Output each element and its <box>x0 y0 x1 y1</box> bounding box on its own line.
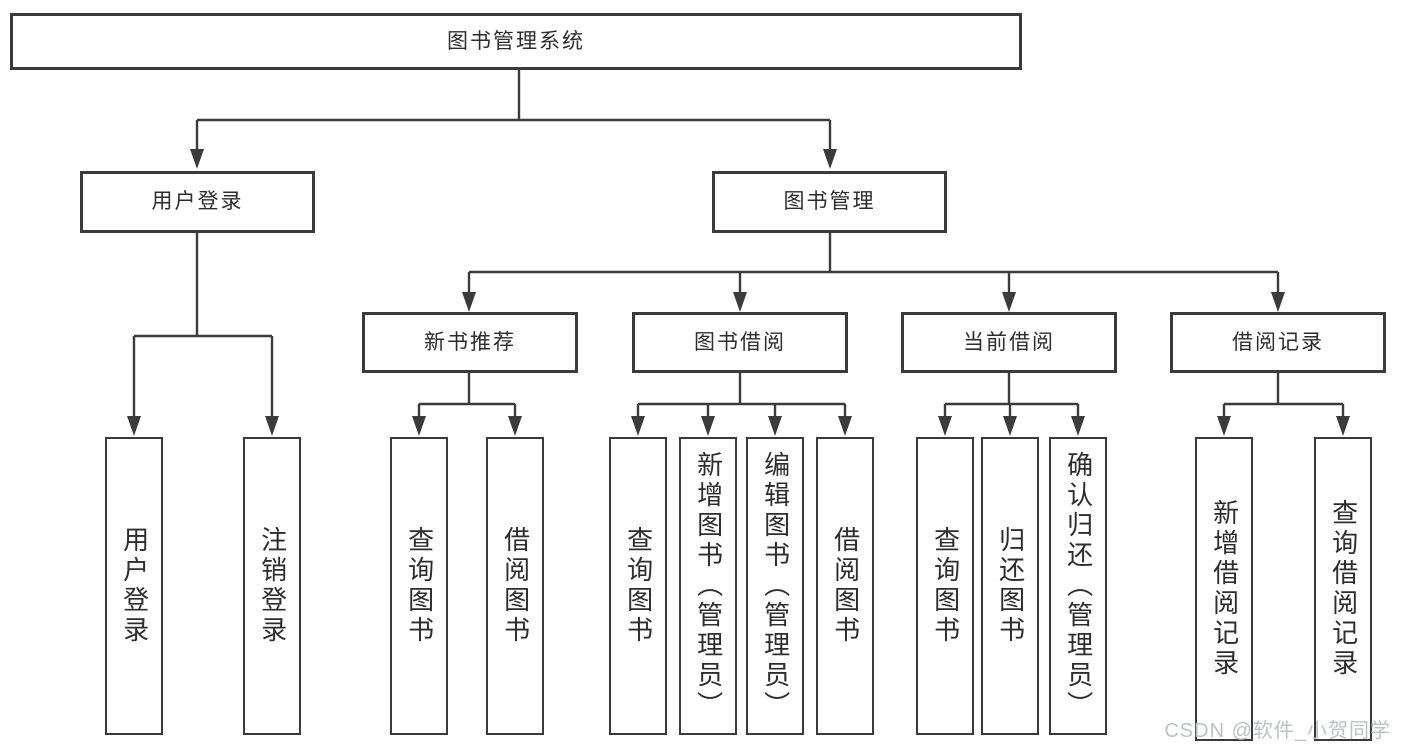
connector-current-children <box>938 373 1085 436</box>
leaf-recommend-query-book: 查询图书 <box>390 437 448 735</box>
csdn-watermark: CSDN @软件_小贺同学 <box>1164 720 1391 742</box>
node-root: 图书管理系统 <box>10 13 1022 70</box>
leaf-borrow-query-book: 查询图书 <box>609 437 667 735</box>
connector-recommend-children <box>412 373 522 436</box>
node-borrow-records: 借阅记录 <box>1170 312 1386 373</box>
node-book-borrow: 图书借阅 <box>632 312 848 373</box>
leaf-user-login: 用户登录 <box>105 437 163 735</box>
connector-root-to-level2 <box>190 70 837 169</box>
leaf-borrow-borrow-book: 借阅图书 <box>816 437 874 735</box>
leaf-logout-login: 注销登录 <box>243 437 301 735</box>
node-new-book-recommend: 新书推荐 <box>362 312 578 373</box>
leaf-borrow-edit-book-admin: 编辑图书（管理员） <box>746 437 804 735</box>
leaf-borrow-add-book-admin: 新增图书（管理员） <box>679 437 737 735</box>
connector-borrow-children <box>631 373 852 436</box>
connector-book-mgmt-children <box>462 233 1285 312</box>
leaf-current-query-book: 查询图书 <box>916 437 974 735</box>
leaf-current-confirm-return-admin: 确认归还（管理员） <box>1049 437 1107 735</box>
connector-records-children <box>1217 373 1350 436</box>
leaf-recommend-borrow-book: 借阅图书 <box>486 437 544 735</box>
node-user-login: 用户登录 <box>80 171 315 233</box>
node-book-mgmt: 图书管理 <box>712 171 947 233</box>
leaf-records-add-record: 新增借阅记录 <box>1195 437 1253 741</box>
connector-user-login-children <box>127 233 279 436</box>
node-current-borrow: 当前借阅 <box>901 312 1117 373</box>
leaf-records-query-record: 查询借阅记录 <box>1314 437 1372 741</box>
leaf-current-return-book: 归还图书 <box>981 437 1039 735</box>
